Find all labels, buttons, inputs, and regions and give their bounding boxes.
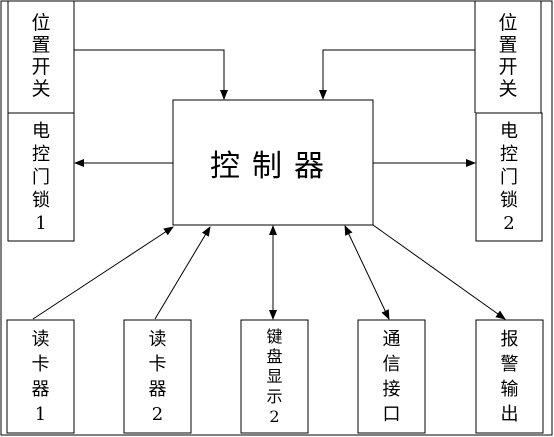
arrow-controller-to-alarm	[372, 224, 506, 320]
comm-interface-label: 通 信 接 口	[382, 328, 401, 425]
lock-right-label: 电 控 门 锁 2	[500, 120, 518, 234]
arrow-reader-1-to-controller	[32, 226, 174, 320]
position-switch-left-box	[7, 1, 75, 113]
alarm-output-label: 报 警 输 出	[500, 328, 519, 425]
card-reader-1-label: 读 卡 器 1	[31, 328, 50, 425]
position-switch-right-box	[474, 1, 542, 113]
lock-left-box	[7, 112, 75, 242]
controller-label: 控制器	[210, 148, 336, 184]
arrow-switch-right-to-controller	[319, 49, 475, 100]
lock-left-label: 电 控 门 锁 1	[32, 120, 50, 234]
arrow-switch-left-to-controller	[74, 49, 228, 100]
card-reader-2-box	[123, 319, 192, 434]
arrow-reader-2-to-controller	[154, 226, 211, 320]
card-reader-1-box	[6, 319, 75, 434]
card-reader-2-label: 读 卡 器 2	[148, 328, 167, 425]
position-switch-left-label: 位 置 开 关	[31, 12, 51, 100]
arrow-comm-controller	[344, 225, 390, 320]
position-switch-right-label: 位 置 开 关	[498, 12, 518, 100]
lock-right-box	[475, 112, 543, 242]
comm-interface-box	[357, 319, 426, 434]
keypad-display-box	[240, 319, 309, 434]
alarm-output-box	[475, 319, 544, 434]
keypad-display-label: 键 盘 显 示 2	[266, 326, 283, 426]
